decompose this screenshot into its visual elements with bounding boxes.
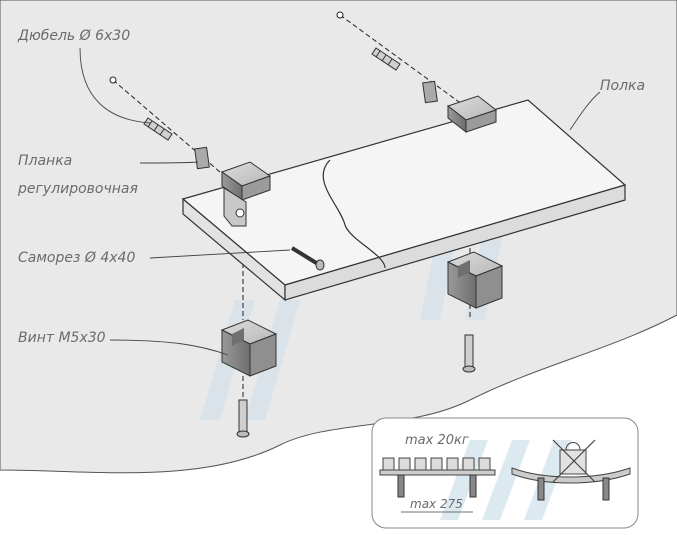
- weights-row: [382, 457, 491, 471]
- lower-bracket-left: [220, 319, 278, 377]
- label-plate-line1: Планка: [18, 153, 72, 169]
- inset-brackets-right: [537, 477, 610, 501]
- inset-shelf-straight: [379, 469, 496, 476]
- label-plate-line2: регулировочная: [17, 181, 138, 197]
- dowel-left: [143, 117, 173, 141]
- bracket-cap-left: [220, 161, 272, 227]
- bolt-right: [462, 334, 476, 373]
- shelf-board: [181, 99, 627, 302]
- leader-lines: [79, 47, 601, 356]
- lower-bracket-right: [446, 251, 504, 309]
- bracket-cap-right: [446, 95, 498, 134]
- bolt-left: [236, 399, 250, 438]
- dowel-tip-mark-right: [336, 11, 344, 19]
- label-shelf: Полка: [600, 78, 645, 94]
- label-dowel: Дюбель Ø 6x30: [17, 28, 130, 44]
- load-inset: max 20кг max 275: [371, 417, 639, 529]
- adjust-plate-right: [422, 80, 438, 104]
- screw: [290, 246, 325, 271]
- dowel-tip-mark-left: [109, 76, 117, 84]
- dowel-right: [371, 47, 401, 71]
- inset-brackets-left: [397, 474, 477, 498]
- label-screw: Саморез Ø 4x40: [18, 250, 135, 266]
- label-bolt: Винт М5x30: [18, 330, 106, 346]
- inset-max-span: max 275: [410, 497, 463, 511]
- inset-max-load: max 20кг: [405, 433, 469, 448]
- adjust-plate-left: [194, 146, 210, 170]
- crossed-weight-icon: [552, 439, 596, 483]
